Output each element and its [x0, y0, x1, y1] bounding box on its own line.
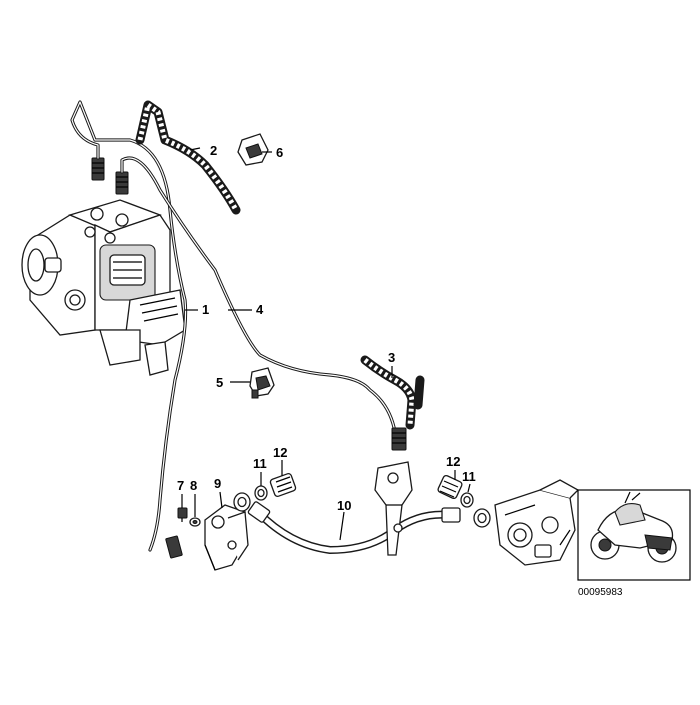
callout-3: 3: [388, 350, 395, 365]
abs-pressure-modulator: [21, 157, 186, 376]
callout-4: 4: [256, 302, 264, 317]
callout-6: 6: [276, 145, 283, 160]
callout-10: 10: [337, 498, 351, 513]
brake-pipe-1: [70, 100, 188, 559]
sealing-ring-11-left: [254, 485, 268, 501]
banjo-bolt-12-right: [437, 474, 463, 500]
callout-2: 2: [210, 143, 217, 158]
leader-lines: [181, 147, 471, 541]
brake-hose-10: [247, 501, 461, 554]
vehicle-inset: [577, 489, 691, 581]
hose-end-fitting-right: [473, 508, 491, 528]
hose-end-fitting-left: [233, 492, 251, 512]
bracket-7: [204, 504, 249, 571]
callout-8: 8: [190, 478, 197, 493]
hose-mounting-bracket: [374, 461, 413, 556]
callout-11-left: 11: [253, 456, 267, 471]
pipe-clip-5: [249, 367, 275, 399]
callout-12-right: 12: [446, 454, 460, 469]
grommet-sleeve-2: [135, 100, 241, 215]
washer-8: [189, 517, 201, 527]
callout-5: 5: [216, 375, 223, 390]
brake-pipe-4: [120, 156, 407, 451]
callout-9: 7: [177, 478, 184, 493]
screw-9: [177, 507, 188, 522]
callout-7: 9: [214, 476, 221, 491]
brake-caliper: [494, 479, 580, 566]
grommet-sleeve-3: [360, 355, 425, 430]
callout-11-right: 11: [462, 469, 476, 484]
callout-12-left: 12: [273, 445, 287, 460]
diagram-reference-number: 00095983: [578, 587, 623, 598]
callout-1: 1: [202, 302, 209, 317]
pipe-clip-6: [237, 133, 269, 166]
banjo-bolt-12-left: [269, 472, 297, 498]
sealing-ring-11-right: [460, 492, 474, 508]
